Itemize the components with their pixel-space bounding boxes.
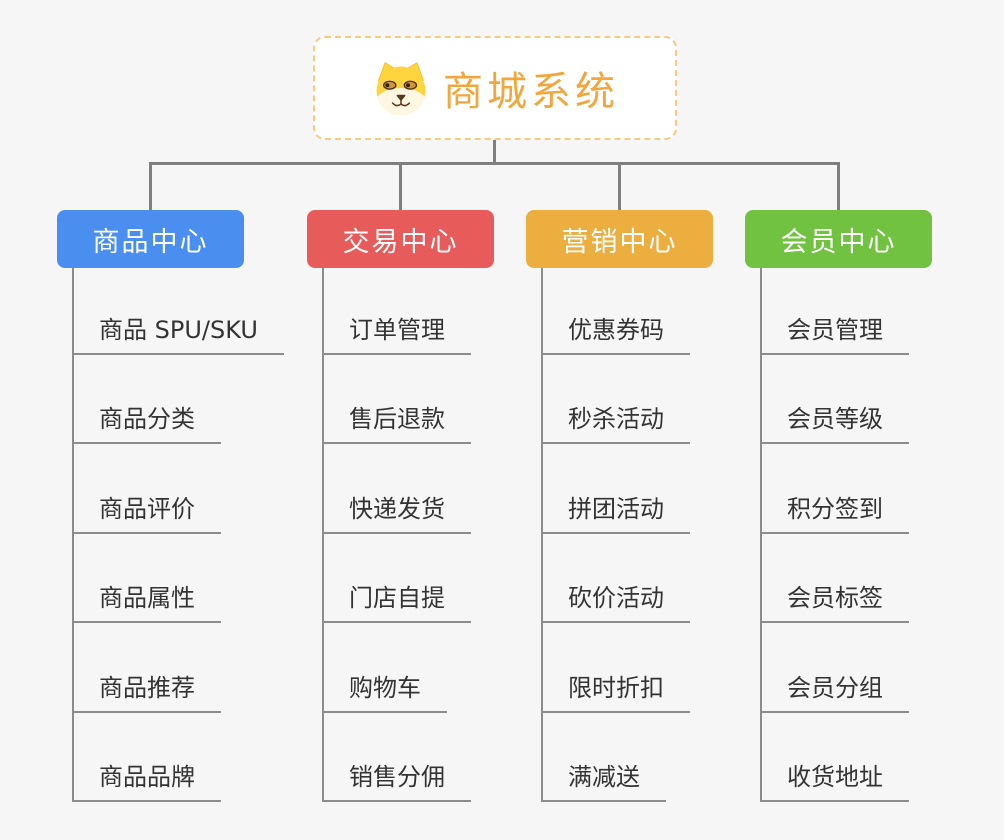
leaf-node[interactable]: 快递发货 [322, 493, 471, 534]
doge-icon [376, 62, 426, 116]
leaf-node[interactable]: 商品推荐 [72, 672, 221, 713]
trunk-marketing [541, 268, 543, 802]
leaf-node[interactable]: 商品分类 [72, 403, 221, 444]
connector-drop-products [149, 162, 152, 210]
leaf-node[interactable]: 优惠券码 [541, 314, 690, 355]
branch-node-trade[interactable]: 交易中心 [307, 210, 494, 268]
leaf-node[interactable]: 销售分佣 [322, 761, 471, 802]
leaf-node[interactable]: 积分签到 [760, 493, 909, 534]
leaf-node[interactable]: 收货地址 [760, 761, 909, 802]
leaf-node[interactable]: 订单管理 [322, 314, 471, 355]
leaf-node[interactable]: 商品评价 [72, 493, 221, 534]
leaf-node[interactable]: 会员标签 [760, 582, 909, 623]
trunk-products [72, 268, 74, 802]
leaf-node[interactable]: 砍价活动 [541, 582, 690, 623]
trunk-trade [322, 268, 324, 802]
leaf-node[interactable]: 限时折扣 [541, 672, 690, 713]
connector-drop-trade [399, 162, 402, 210]
branch-node-marketing[interactable]: 营销中心 [526, 210, 713, 268]
leaf-node[interactable]: 会员管理 [760, 314, 909, 355]
leaf-node[interactable]: 购物车 [322, 672, 447, 713]
leaf-node[interactable]: 拼团活动 [541, 493, 690, 534]
leaf-node[interactable]: 商品 SPU/SKU [72, 314, 284, 355]
leaf-node[interactable]: 商品品牌 [72, 761, 221, 802]
leaf-node[interactable]: 售后退款 [322, 403, 471, 444]
leaf-node[interactable]: 商品属性 [72, 582, 221, 623]
connector-horizontal [149, 162, 840, 165]
leaf-node[interactable]: 会员等级 [760, 403, 909, 444]
leaf-node[interactable]: 会员分组 [760, 672, 909, 713]
root-node[interactable]: 商城系统 [313, 36, 677, 140]
connector-drop-members [837, 162, 840, 210]
connector-root-drop [493, 139, 496, 164]
branch-node-products[interactable]: 商品中心 [57, 210, 244, 268]
leaf-node[interactable]: 秒杀活动 [541, 403, 690, 444]
leaf-node[interactable]: 门店自提 [322, 582, 471, 623]
branch-node-members[interactable]: 会员中心 [745, 210, 932, 268]
trunk-members [760, 268, 762, 802]
connector-drop-marketing [618, 162, 621, 210]
leaf-node[interactable]: 满减送 [541, 761, 666, 802]
root-title: 商城系统 [443, 69, 619, 115]
